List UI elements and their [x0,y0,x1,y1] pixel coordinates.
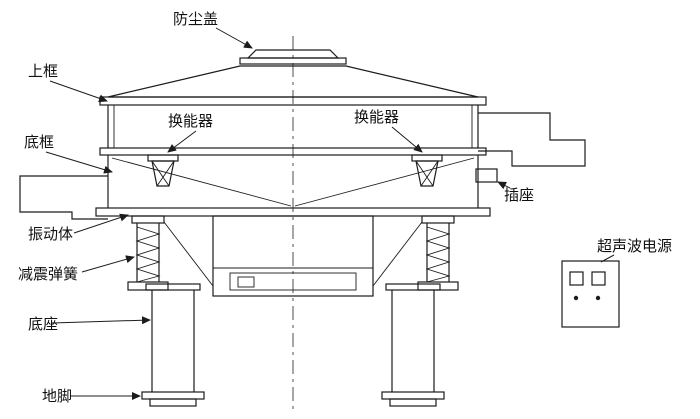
left-outlet [19,175,108,220]
transducer-left [147,154,179,187]
brace-right [372,221,423,287]
label-ultrasonic-power: 超声波电源 [597,237,672,255]
power-supply-box [561,260,620,328]
leader-damping-spring [81,255,135,273]
vibrating-body-box [212,215,374,297]
right-outlet [478,112,586,167]
label-anchor-foot: 地脚 [42,388,72,405]
leader-vibrating-body [73,213,129,234]
leader-upper-frame [49,80,108,103]
labels: 防尘盖 上框 换能器 换能器 底框 插座 振动体 减震弹簧 底座 地脚 超声波电… [18,11,672,405]
leader-transducer-right [391,126,423,153]
leader-socket [497,181,511,190]
transducer-right [411,154,443,187]
leader-power-supply [600,254,615,263]
leader-base [51,316,151,325]
leader-dust-cover [215,27,253,49]
spring-left [127,215,169,291]
leader-transducer-left [167,130,197,153]
spring-right [417,215,459,291]
label-damping-spring: 减震弹簧 [18,266,78,283]
label-upper-frame: 上框 [28,63,58,80]
label-bottom-frame: 底框 [24,134,54,151]
brace-left [163,221,214,287]
dust-cover [239,49,347,65]
label-transducer-left: 换能器 [168,113,213,130]
socket-box [475,168,498,183]
leg-right [381,283,445,407]
leg-left [141,283,205,407]
upper-frame-body [107,105,479,148]
label-dust-cover: 防尘盖 [173,11,218,28]
leader-bottom-frame [45,151,113,174]
label-socket: 插座 [504,187,534,204]
label-base: 底座 [28,316,58,333]
leader-lines [45,27,615,400]
label-vibrating-body: 振动体 [28,226,73,243]
label-transducer-right: 换能器 [354,109,399,126]
